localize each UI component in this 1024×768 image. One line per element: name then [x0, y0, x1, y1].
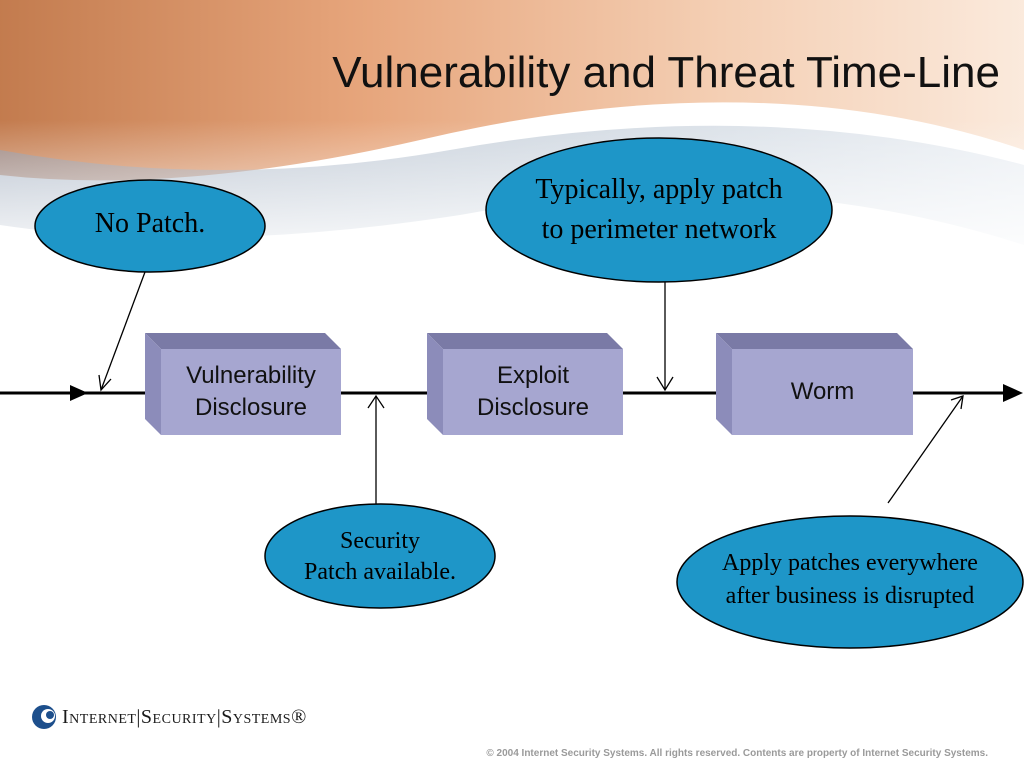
stage-box-vulnerability-disclosure [145, 333, 341, 435]
callout-label-security-patch: Security Patch available. [304, 528, 456, 585]
pointer-security-patch [367, 394, 385, 504]
stage-box-worm [716, 333, 913, 435]
pointer-apply-everywhere [887, 395, 964, 504]
slide-title: Vulnerability and Threat Time-Line [332, 48, 1000, 97]
callout-apply-everywhere [676, 515, 1024, 649]
company-logo-text: Internet|Security|Systems® [62, 706, 307, 728]
timeline-start-arrow [70, 385, 88, 401]
callout-label-no-patch: No Patch. [94, 208, 206, 239]
stage-label-worm: Worm [790, 378, 855, 405]
callout-label-apply-everywhere: Apply patches everywhere after business … [722, 550, 978, 609]
callout-perimeter [485, 137, 833, 283]
stage-box-exploit-disclosure [427, 333, 623, 435]
pointer-no-patch [98, 271, 146, 392]
timeline-end-arrow [1003, 384, 1023, 402]
callout-label-perimeter: Typically, apply patch to perimeter netw… [535, 174, 783, 245]
copyright-footer: © 2004 Internet Security Systems. All ri… [486, 748, 988, 759]
stage-label-vulnerability-disclosure: Vulnerability Disclosure [186, 362, 316, 421]
stage-label-exploit-disclosure: Exploit Disclosure [476, 362, 590, 421]
callout-security-patch [264, 503, 496, 609]
pointer-perimeter [656, 281, 674, 392]
iss-logo-icon [32, 705, 56, 729]
callout-no-patch [34, 179, 266, 273]
